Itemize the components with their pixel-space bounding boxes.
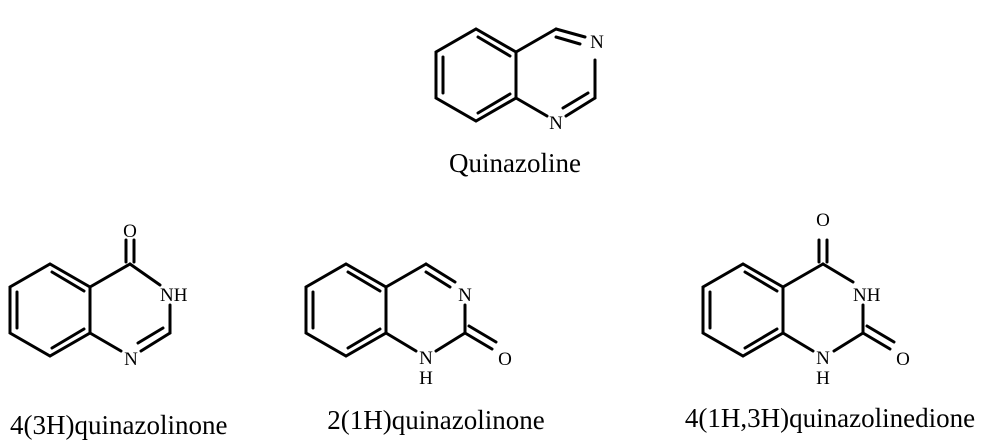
caption-2-1h-quinazolinone: 2(1H)quinazolinone [327,405,544,435]
structure-quinazolinedione: O NH N H O 4(1H,3H)quinazolinedione [685,210,975,433]
atom-n3-label: N [590,32,604,53]
atom-n3h-label: NH [160,285,188,306]
atom-n1-label: N [549,113,563,134]
atom-o2-label: O [498,349,512,370]
atom-n1-hydrogen-label: H [816,368,830,389]
structure-quinazoline: N N Quinazoline [434,27,604,178]
atom-o4-label: O [816,210,830,231]
structure-4-3h-quinazolinone: O NH N 4(3H)quinazolinone [8,221,227,440]
caption-quinazoline: Quinazoline [449,148,581,178]
caption-4-3h-quinazolinone: 4(3H)quinazolinone [10,410,227,440]
structure-2-1h-quinazolinone: N N H O 2(1H)quinazolinone [304,262,545,435]
atom-o2-label: O [896,349,910,370]
bonds-quinazoline [434,27,597,123]
bonds-2-1h-quinazolinone [304,262,498,358]
atom-n1-label: N [124,349,138,370]
atom-n1-label: N [816,348,830,369]
atom-n3h-label: NH [853,285,881,306]
atom-n3-label: N [458,285,472,306]
bonds-quinazolinedione [701,238,896,358]
atom-o4-label: O [123,221,137,242]
bonds-4-3h-quinazolinone [8,238,172,358]
caption-quinazolinedione: 4(1H,3H)quinazolinedione [685,403,975,433]
atom-n1-label: N [419,348,433,369]
atom-n1-hydrogen-label: H [419,368,433,389]
